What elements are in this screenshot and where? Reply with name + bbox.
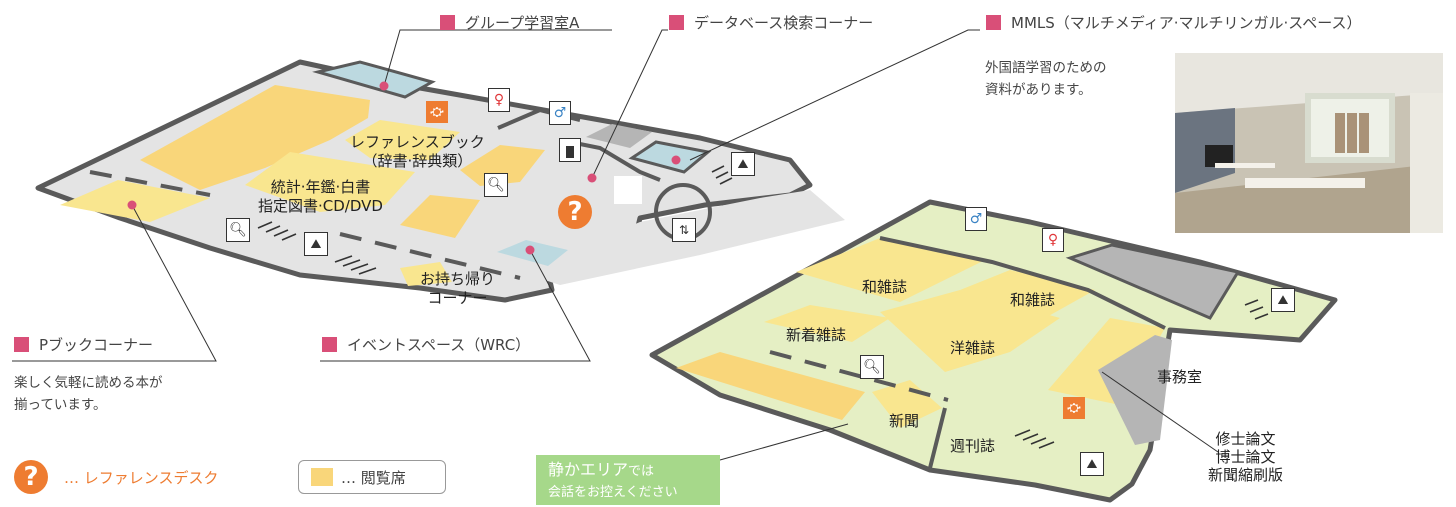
quiet-title-suffix: では (628, 464, 655, 479)
japanese-magazines-area: 和雑誌 (862, 278, 908, 296)
restroom-female-icon: ♀ (488, 88, 510, 112)
seating-area (60, 180, 210, 222)
search-icon: 🔍︎ (484, 173, 508, 197)
take-home-corner: お持ち帰りコーナー (420, 270, 495, 308)
statistics-area: 統計·年鑑·白書指定図書·CD/DVD (258, 178, 383, 216)
seating-area (872, 380, 942, 428)
leader-dots (127, 81, 681, 255)
office-room (1098, 335, 1172, 445)
pbook-description: 楽しく気軽に読める本が揃っています。 (14, 372, 163, 416)
seating-area (796, 238, 985, 302)
quiet-area-callout: 静かエリアでは 会話をお控えください (536, 455, 720, 505)
desc-line: 資料があります。 (985, 82, 1092, 98)
newspaper-area: 新聞 (889, 412, 920, 430)
bullet-square (322, 337, 337, 352)
label-database-search: データベース検索コーナー (669, 12, 873, 33)
new-magazines-area: 新着雑誌 (786, 326, 847, 344)
seating-area (960, 270, 1095, 318)
weekly-magazines-area: 週刊誌 (950, 437, 996, 455)
legend-seating: … 閲覧席 (298, 460, 446, 494)
area-line: 統計·年鑑·白書 (270, 178, 371, 196)
interior-wall (928, 407, 947, 469)
reference-desk-icon: ? (14, 460, 48, 494)
legend-text: … レファレンスデスク (64, 468, 219, 487)
bullet-square (986, 15, 1001, 30)
area-line: （辞書·辞典類） (362, 152, 473, 170)
guide-line (89, 170, 211, 197)
label-text: イベントスペース（WRC） (347, 336, 531, 354)
mmls-description: 外国語学習のための資料があります。 (985, 57, 1107, 101)
restroom-male-icon: ♂ (549, 101, 571, 125)
seating-area (676, 352, 865, 420)
seating-area (400, 262, 452, 286)
seating-area (1048, 318, 1165, 405)
restroom-female-icon: ♀ (1042, 228, 1064, 252)
stairs-icon: ⛰ (304, 232, 328, 256)
multipurpose-restroom-icon: ⛮ (426, 101, 448, 123)
search-icon: 🔍︎ (860, 355, 884, 379)
bullet-square (669, 15, 684, 30)
interior-wall (879, 236, 1166, 330)
leader-lines (12, 29, 1219, 461)
label-text: Pブックコーナー (39, 336, 154, 354)
storage-room (586, 124, 652, 148)
floor-left (35, 59, 813, 303)
japanese-magazines-area: 和雑誌 (1010, 291, 1056, 309)
seating-area (140, 85, 370, 190)
seating-area (880, 290, 1060, 372)
area-line: コーナー (427, 289, 488, 307)
label-text: MMLS（マルチメディア·マルチリンガル·スペース） (1011, 14, 1362, 32)
label-p-book-corner: Pブックコーナー (14, 334, 153, 355)
bullet-square (440, 15, 455, 30)
label-event-space: イベントスペース（WRC） (322, 334, 530, 355)
office-label: 事務室 (1157, 368, 1203, 386)
desc-line: 揃っています。 (14, 397, 107, 413)
reference-books-area: レファレンスブック（辞書·辞典類） (350, 133, 485, 171)
quiet-area-title: 静かエリアでは (548, 459, 708, 483)
seating-area (245, 152, 415, 212)
group-study-room (312, 60, 436, 99)
guide-line (339, 232, 521, 280)
label-text: グループ学習室A (465, 14, 580, 32)
mmls-photo (1175, 53, 1443, 233)
multipurpose-restroom-icon: ⛮ (1063, 397, 1085, 419)
desc-line: 外国語学習のための (985, 60, 1107, 76)
fountain-icon (559, 138, 581, 162)
stairs-icon: ⛰ (1271, 288, 1295, 312)
area-line: 修士論文 (1215, 430, 1276, 448)
office-room (1065, 243, 1241, 320)
desc-line: 楽しく気軽に読める本が (14, 375, 163, 391)
elevator-icon: ⇅ (672, 218, 696, 242)
bullet-square (14, 337, 29, 352)
stairs (257, 165, 1269, 449)
label-mmls: MMLS（マルチメディア·マルチリンガル·スペース） (986, 12, 1361, 33)
label-group-study-room: グループ学習室A (440, 12, 579, 33)
theses-label: 修士論文博士論文新聞縮刷版 (1208, 430, 1283, 484)
seating-area (764, 305, 890, 342)
label-text: データベース検索コーナー (694, 14, 874, 32)
stairs-icon: ⛰ (731, 152, 755, 176)
area-line: お持ち帰り (420, 270, 496, 288)
area-line: 指定図書·CD/DVD (258, 197, 383, 215)
quiet-title-text: 静かエリア (548, 460, 629, 479)
legend-reference-desk: ? … レファレンスデスク (14, 460, 218, 494)
restroom-male-icon: ♂ (965, 207, 987, 231)
area-line: 博士論文 (1215, 448, 1276, 466)
seating-area (460, 145, 545, 186)
guide-line (769, 350, 949, 402)
legend-text: … 閲覧席 (341, 468, 406, 487)
stairs-icon: ⛰ (1080, 452, 1104, 476)
search-icon: 🔍︎ (226, 218, 250, 242)
pillar (614, 176, 642, 204)
foreign-magazines-area: 洋雑誌 (950, 339, 996, 357)
seating-area (345, 120, 460, 160)
area-line: 新聞縮刷版 (1208, 466, 1284, 484)
seating-area (400, 195, 480, 238)
reference-desk-icon: ? (558, 195, 592, 229)
area-line: レファレンスブック (350, 133, 485, 151)
quiet-area-note: 会話をお控えください (548, 485, 678, 500)
seat-swatch (311, 468, 333, 486)
